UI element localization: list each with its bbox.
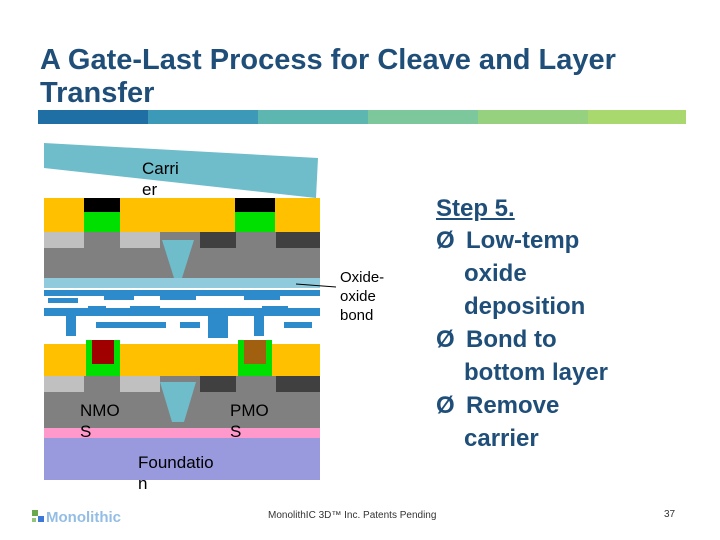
top-gate-right-green (235, 212, 275, 232)
top-gate-right (235, 198, 275, 212)
company-logo: Monolithic (32, 509, 121, 526)
arrow-bullet-icon: Ø (436, 227, 455, 254)
bottom-silicon-layer (44, 344, 320, 376)
page-title: A Gate-Last Process for Cleave and Layer… (40, 44, 616, 109)
pink-layer (44, 428, 320, 438)
carrier-wafer (44, 143, 318, 198)
step-item-2-line-2: bottom layer (464, 359, 609, 386)
step-item-1-line-3: deposition (464, 293, 586, 320)
arrow-bullet-icon: Ø (436, 392, 455, 419)
title-underline-bar (38, 110, 686, 124)
svg-text:Monolithic: Monolithic (46, 509, 121, 526)
oxide-bond-pointer (295, 283, 337, 288)
page-number: 37 (664, 509, 676, 520)
top-via (162, 240, 194, 278)
bottom-via (160, 382, 196, 422)
foundation-label: Foundatio n (138, 453, 214, 493)
footer-text: MonolithIC 3D™ Inc. Patents Pending (268, 510, 437, 521)
foundation-wafer (44, 438, 320, 480)
step-item-3-line-2: carrier (464, 425, 539, 452)
step-title: Step 5. (436, 195, 515, 222)
oxide-bond-layer (44, 278, 320, 288)
arrow-bullet-icon: Ø (436, 326, 455, 353)
top-gate-left (84, 198, 120, 212)
carrier-label: Carri er (142, 159, 179, 199)
t-via-left (66, 316, 76, 336)
step-item-1-line-2: oxide (464, 260, 527, 287)
pmos-label: PMO S (230, 401, 269, 441)
oxide-bond-label: Oxide- oxide bond (340, 269, 385, 324)
nmos-label: NMO S (80, 401, 120, 441)
top-gate-left-green (84, 212, 120, 232)
